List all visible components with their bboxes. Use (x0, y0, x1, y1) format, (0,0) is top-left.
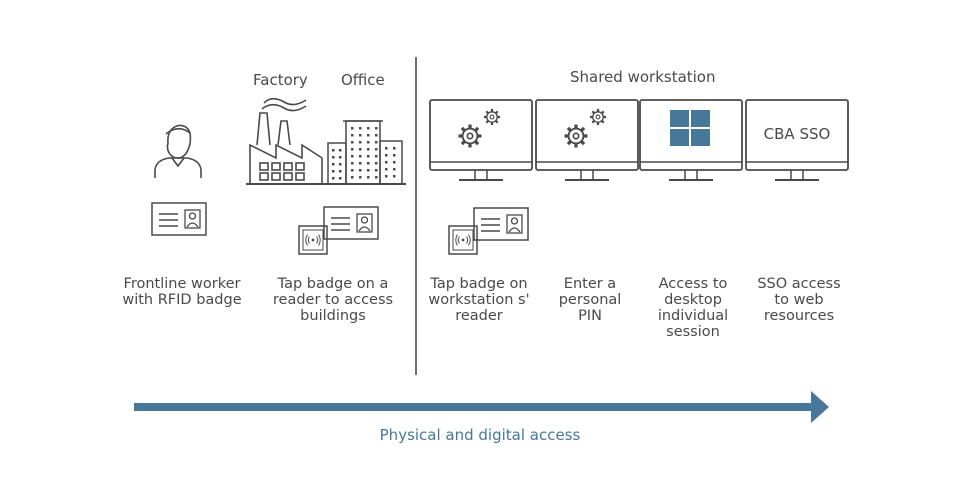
building-window (375, 134, 378, 137)
building-window (351, 176, 354, 179)
step-label-frontline-worker: Frontline worker with RFID badge (122, 276, 242, 308)
building-window (385, 161, 388, 164)
building-window (359, 162, 362, 165)
building-window (359, 148, 362, 151)
building-window (375, 148, 378, 151)
step-label-workstation-reader: Tap badge on workstation s' reader (428, 276, 530, 324)
rfid-badge-icon (151, 202, 207, 236)
office-heading: Office (341, 71, 385, 89)
building-window (339, 177, 342, 180)
gear-icon (456, 107, 502, 150)
building-window (375, 155, 378, 158)
building-window (332, 170, 335, 173)
building-window (393, 161, 396, 164)
building-window (385, 154, 388, 157)
building-window (385, 175, 388, 178)
building-window (351, 134, 354, 137)
building-window (339, 156, 342, 159)
office-building-icon (246, 120, 406, 185)
building-window (332, 149, 335, 152)
building-window (367, 148, 370, 151)
building-window (367, 134, 370, 137)
arrow-caption: Physical and digital access (379, 426, 581, 444)
step-label-personal-pin: Enter a personal PIN (558, 276, 622, 324)
building-window (375, 176, 378, 179)
building-window (351, 141, 354, 144)
building-window (359, 176, 362, 179)
factory-heading: Factory (253, 71, 308, 89)
rfid-badge-icon (323, 206, 379, 240)
building-window (385, 147, 388, 150)
workstation-monitor-icon (535, 99, 639, 181)
building-window (375, 141, 378, 144)
workstation-monitor-icon (429, 99, 533, 181)
step-label-sso-access: SSO access to web resources (757, 276, 841, 324)
building-window (393, 168, 396, 171)
building-window (332, 163, 335, 166)
badge-reader-icon (448, 225, 478, 255)
building-window (359, 134, 362, 137)
building-window (359, 169, 362, 172)
step-label-building-access: Tap badge on a reader to access building… (272, 276, 394, 324)
building-window (351, 127, 354, 130)
building-window (393, 147, 396, 150)
rfid-badge-icon (473, 207, 529, 241)
building-window (351, 148, 354, 151)
building-window (332, 177, 335, 180)
building-window (393, 175, 396, 178)
gear-icon (562, 107, 608, 150)
building-window (367, 141, 370, 144)
building-window (367, 169, 370, 172)
building-window (339, 170, 342, 173)
building-window (339, 149, 342, 152)
progress-arrow (134, 391, 829, 423)
shared-workstation-heading: Shared workstation (570, 68, 716, 86)
windows-logo-icon (670, 110, 710, 146)
building-window (339, 163, 342, 166)
building-window (367, 155, 370, 158)
building-window (359, 155, 362, 158)
building-window (375, 127, 378, 130)
building-window (367, 162, 370, 165)
building-window (375, 169, 378, 172)
building-window (393, 154, 396, 157)
building-window (375, 162, 378, 165)
building-window (351, 162, 354, 165)
sso-screen-text: CBA SSO (764, 125, 831, 143)
person-icon (154, 124, 202, 178)
building-window (359, 141, 362, 144)
building-window (385, 168, 388, 171)
badge-reader-icon (298, 225, 328, 255)
building-window (367, 176, 370, 179)
building-window (351, 169, 354, 172)
building-window (351, 155, 354, 158)
building-window (332, 156, 335, 159)
factory-icon (249, 97, 323, 185)
building-window (359, 127, 362, 130)
building-window (367, 127, 370, 130)
step-label-desktop-session: Access to desktop individual session (657, 276, 729, 340)
